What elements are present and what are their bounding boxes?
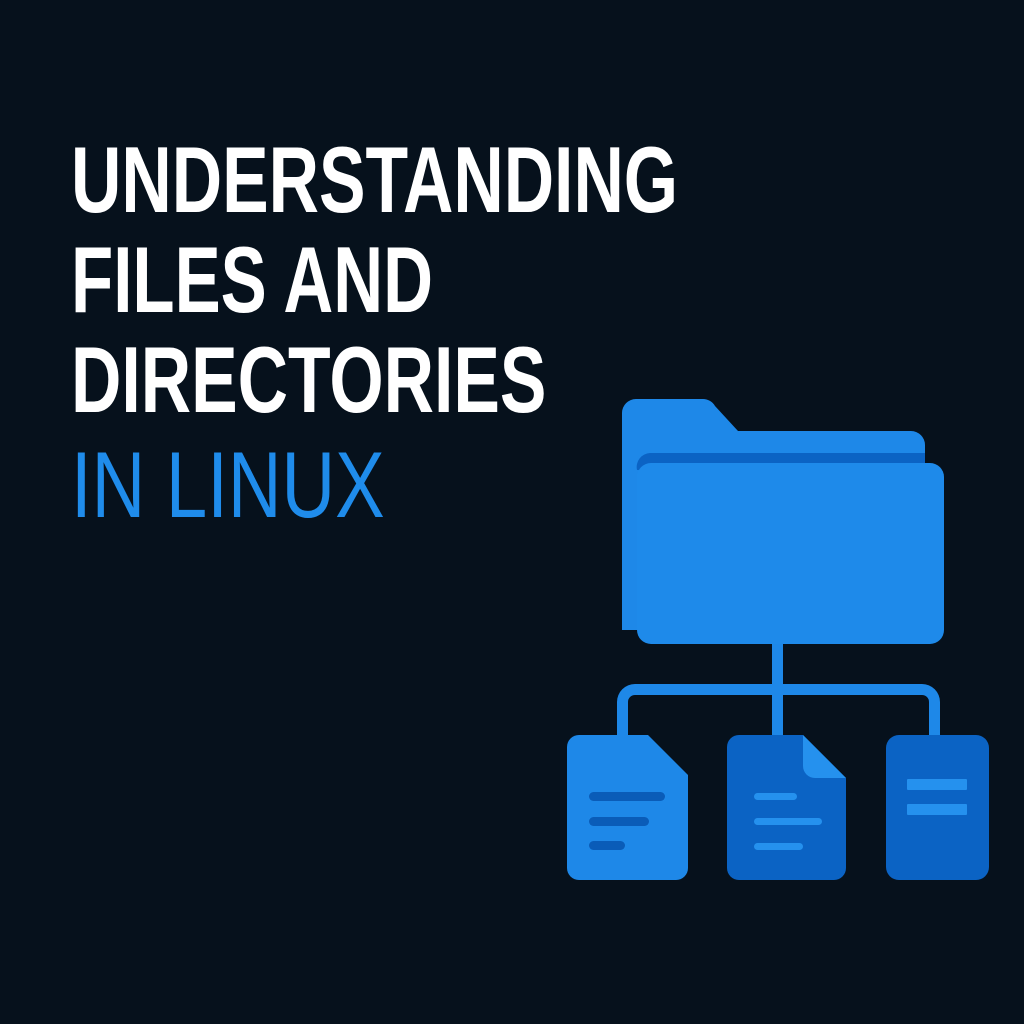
file-icon	[567, 735, 688, 880]
title-line-1: UNDERSTANDING	[71, 127, 679, 232]
title-line-2: FILES AND	[71, 227, 434, 332]
document-icon	[727, 735, 846, 880]
title-line-3: DIRECTORIES	[71, 327, 547, 432]
title-line-accent: IN LINUX	[71, 432, 385, 537]
file-icon	[886, 735, 989, 880]
folder-icon	[622, 399, 944, 644]
tree-connector-lines	[617, 636, 940, 736]
